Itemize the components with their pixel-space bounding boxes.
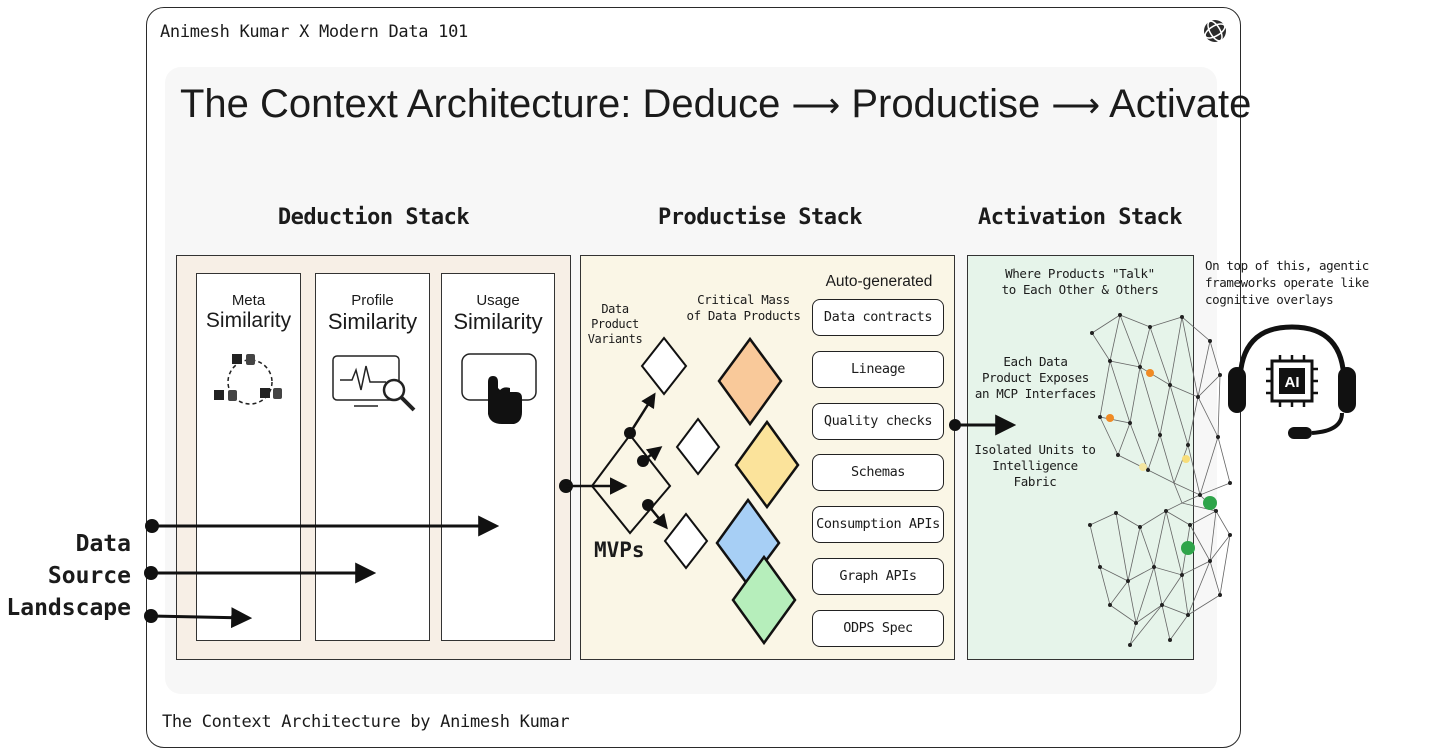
source-line-2: Source	[47, 563, 131, 589]
title-arrow: ⟶	[791, 87, 841, 125]
pill-data-contracts: Data contracts	[812, 299, 944, 336]
meta-similarity-column: Meta Similarity	[196, 273, 301, 641]
data-source-landscape-label: Data Source Landscape	[6, 528, 131, 624]
profile-monitor-icon	[332, 355, 416, 412]
mvp-diagram	[590, 336, 800, 646]
pill-consumption-apis: Consumption APIs	[812, 506, 944, 543]
exposes-note: Each Data Product Exposes an MCP Interfa…	[974, 354, 1097, 401]
column-label-top: Usage	[476, 292, 520, 309]
title-arrow: ⟶	[1051, 87, 1101, 125]
usage-similarity-column: Usage Similarity	[441, 273, 555, 641]
title-deduce: The Context Architecture: Deduce	[180, 82, 781, 126]
footer-text: The Context Architecture by Animesh Kuma…	[162, 712, 570, 732]
database-cycle-icon	[214, 354, 282, 405]
source-line-3: Landscape	[6, 595, 131, 621]
page-title: The Context Architecture: Deduce ⟶ Produ…	[180, 82, 1251, 127]
touch-screen-icon	[461, 353, 537, 424]
column-label-bottom: Similarity	[327, 309, 418, 334]
pill-schemas: Schemas	[812, 454, 944, 491]
variants-label: Data Product Variants	[587, 302, 643, 346]
isolated-note: Isolated Units to Intelligence Fabric	[974, 442, 1096, 489]
mvps-label: MVPs	[594, 538, 645, 562]
title-productise: Productise	[851, 82, 1041, 126]
activation-stack	[967, 255, 1194, 660]
variant-diamond	[675, 417, 721, 476]
critical-mass-label: Critical Mass of Data Products	[686, 292, 801, 323]
column-label-top: Meta	[231, 292, 266, 309]
activation-stack-label: Activation Stack	[978, 205, 1182, 230]
pill-graph-apis: Graph APIs	[812, 558, 944, 595]
ai-label: AI	[1285, 374, 1300, 391]
product-diamond-green	[731, 554, 797, 646]
variant-diamond	[640, 336, 688, 396]
column-label-bottom: Similarity	[453, 309, 543, 334]
pill-quality-checks: Quality checks	[812, 403, 944, 440]
deduction-stack-label: Deduction Stack	[277, 205, 470, 230]
productise-stack-label: Productise Stack	[658, 205, 862, 230]
title-activate: Activate	[1109, 82, 1252, 126]
ai-headset-icon: AI	[1228, 324, 1356, 439]
column-label-bottom: Similarity	[205, 309, 292, 332]
product-diamond-orange	[717, 336, 783, 427]
pill-lineage: Lineage	[812, 351, 944, 388]
column-label-top: Profile	[351, 292, 394, 309]
pill-odps-spec: ODPS Spec	[812, 610, 944, 647]
source-line-1: Data	[75, 531, 131, 557]
auto-generated-label: Auto-generated	[825, 273, 933, 290]
mesh-network-graphic	[1088, 313, 1232, 647]
header-text: Animesh Kumar X Modern Data 101	[160, 22, 468, 42]
mvp-diamond	[590, 433, 672, 535]
product-diamond-yellow	[734, 419, 800, 510]
talk-note: Where Products "Talk" to Each Other & Ot…	[1001, 266, 1159, 297]
variant-diamond	[663, 512, 709, 570]
agentic-note: On top of this, agentic frameworks opera…	[1205, 258, 1369, 307]
globe-icon	[1202, 18, 1228, 44]
